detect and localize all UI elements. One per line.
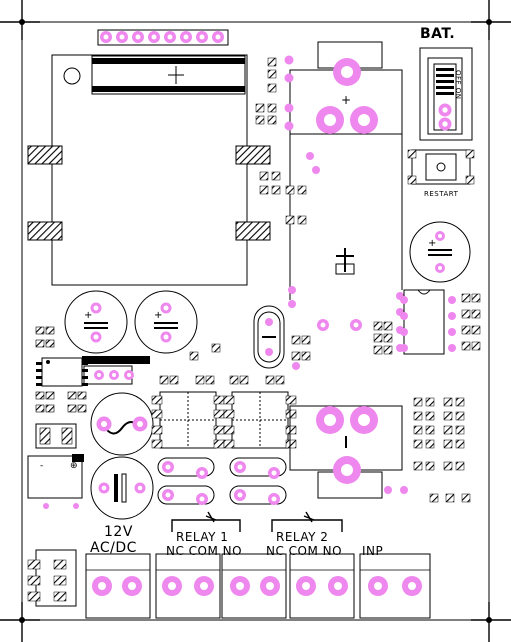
ic-soic-left	[36, 357, 88, 387]
capacitor-c4	[90, 456, 154, 520]
capacitor-c1: +	[64, 290, 128, 354]
relay-2-label: RELAY 2	[276, 530, 329, 544]
svg-text:+: +	[84, 310, 92, 321]
svg-text:+: +	[154, 310, 162, 321]
regulator-top: +	[289, 41, 403, 300]
relay-2-pins-label: NC COM NO	[266, 544, 343, 558]
trimmer-block	[82, 356, 150, 385]
smd-parts-center	[255, 57, 393, 355]
svg-text:⊕: ⊕	[70, 461, 78, 471]
capacitor-right: +	[409, 221, 471, 283]
smd-parts-middle	[159, 335, 311, 385]
smd-parts-right	[413, 293, 481, 503]
ac-dc-label: AC/DC	[90, 540, 137, 556]
input-label: INP	[362, 544, 384, 558]
relay-diodes	[157, 457, 287, 505]
relay-label-brackets	[171, 511, 343, 532]
smd-parts-left	[35, 326, 87, 413]
battery-label: BAT.	[420, 26, 456, 42]
transistor	[335, 248, 355, 275]
svg-text:+: +	[341, 93, 351, 107]
restart-button-footprint	[407, 149, 475, 185]
vias	[284, 55, 408, 494]
terminal-blocks	[85, 553, 431, 619]
corner-dots	[19, 19, 492, 623]
relay-1-pins-label: NC COM NO	[166, 544, 243, 558]
svg-text:-: -	[40, 461, 43, 471]
restart-label: RESTART	[424, 190, 459, 198]
switch-state-label: OFF ON	[454, 70, 462, 100]
capacitor-c2: +	[134, 290, 198, 354]
relay-2-footprint	[223, 391, 297, 449]
crystal	[253, 305, 285, 369]
ic-dip-right	[400, 289, 456, 355]
pin-header	[97, 29, 229, 46]
capacitor-c3	[90, 392, 154, 456]
battery-holder	[419, 47, 473, 141]
led-cluster	[27, 549, 77, 607]
relay-1-label: RELAY 1	[176, 530, 229, 544]
voltage-label: 12V	[104, 524, 133, 540]
regulator-bottom	[289, 405, 403, 499]
relay-1-footprint	[151, 391, 225, 449]
board-outline	[21, 21, 490, 621]
svg-text:+: +	[428, 238, 436, 249]
module-footprint	[27, 54, 271, 286]
bridge-rectifier: - ⊕	[27, 423, 84, 509]
